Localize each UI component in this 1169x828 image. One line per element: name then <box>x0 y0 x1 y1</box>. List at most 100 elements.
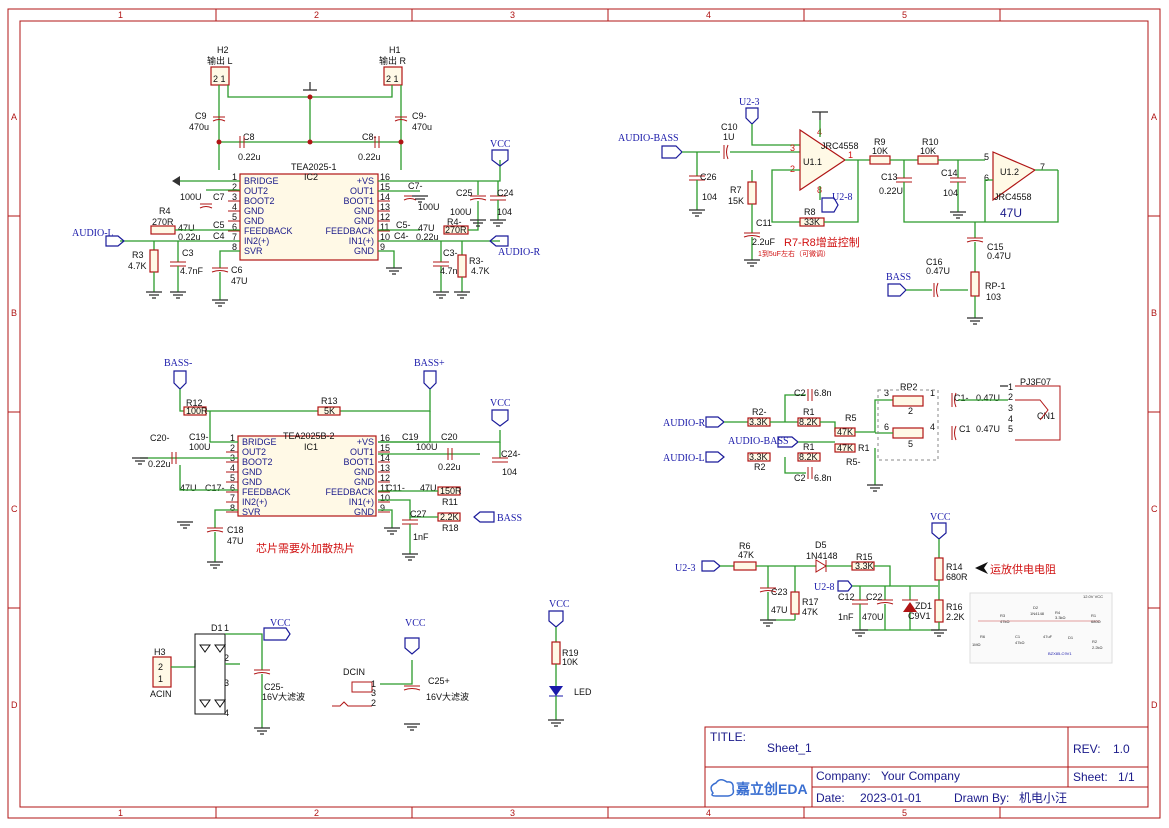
pin-label: GND <box>242 477 263 487</box>
preamp-section: AUDIO-BASS C10 1U U2-3 C26 104 U1.1 JRC4… <box>618 97 1059 318</box>
c5m-value: 47U <box>418 223 435 233</box>
amp1-section: 2 1 H2 输出 L 2 1 H1 输出 R C9 470u C9- 470u… <box>72 45 541 300</box>
c18-ref: C18 <box>227 525 244 535</box>
svg-text:R1: R1 <box>1091 613 1097 618</box>
col-label: 1 <box>118 808 123 818</box>
r4-value: 270R <box>152 217 174 227</box>
svg-text:4: 4 <box>224 708 229 718</box>
vcc-label: VCC <box>490 398 511 409</box>
row-label: C <box>1151 504 1158 514</box>
svg-text:3: 3 <box>790 143 795 153</box>
svg-text:2: 2 <box>1008 392 1013 402</box>
r7-value: 15K <box>728 196 744 206</box>
pin-label: GND <box>354 507 375 517</box>
jlc-logo-icon <box>710 779 735 797</box>
c22-value: 470U <box>862 612 884 622</box>
pin-label: GND <box>244 216 265 226</box>
pin-label: SVR <box>242 507 261 517</box>
c25p-ref: C25+ <box>428 676 450 686</box>
col-label: 2 <box>314 10 319 20</box>
h2-label: 输出 L <box>207 55 233 66</box>
title-block: TITLE: Sheet_1 REV: 1.0 Company: Your Co… <box>704 726 1149 808</box>
svg-text:1: 1 <box>1008 382 1013 392</box>
r1-value: 8.2K <box>799 452 818 462</box>
c6-value: 47U <box>231 276 248 286</box>
svg-text:6: 6 <box>884 422 889 432</box>
c1m-ref: C1- <box>954 393 969 403</box>
supply-section: U2-3 R6 47K D5 1N4148 R15 3.3K C23 47U R… <box>675 512 1113 664</box>
r15-ref: R15 <box>856 552 873 562</box>
c1m-value: 0.47U <box>976 393 1000 403</box>
svg-text:5: 5 <box>1008 424 1013 434</box>
c2b-value: 6.8n <box>814 473 832 483</box>
svg-text:3.3kΩ: 3.3kΩ <box>1055 615 1066 620</box>
c5-ref: C5 <box>213 220 225 230</box>
col-label: 3 <box>510 10 515 20</box>
pin-number: 2 <box>232 182 237 192</box>
svg-text:1: 1 <box>371 679 376 689</box>
drawn-label: Drawn By: <box>954 791 1009 805</box>
svg-text:1MΩ: 1MΩ <box>972 642 981 647</box>
pin-label: BOOT2 <box>242 457 273 467</box>
r5m-ref: R5- <box>846 457 861 467</box>
ic2-body <box>239 173 379 261</box>
c25-ref: C25 <box>456 188 473 198</box>
c1-ref: C1 <box>959 424 971 434</box>
r12-value: 100R <box>186 406 208 416</box>
r3m-ref: R3- <box>469 256 484 266</box>
h2-ref: H2 <box>217 45 229 55</box>
r3-ref: R3 <box>132 250 144 260</box>
thumbnail-schematic <box>969 592 1113 664</box>
u1-2-value: 47U <box>1000 206 1022 220</box>
pin-number: 13 <box>380 202 390 212</box>
c5-value: 47U <box>178 223 195 233</box>
r6-ref: R6 <box>739 541 751 551</box>
pin-label: OUT1 <box>350 447 374 457</box>
rp1-value: 103 <box>986 292 1001 302</box>
r7-ref: R7 <box>730 185 742 195</box>
pin-label: GND <box>354 206 375 216</box>
jack-part: PJ3F07 <box>1020 377 1051 387</box>
r9-ref: R9 <box>874 137 886 147</box>
r16-ref: R16 <box>946 602 963 612</box>
svg-text:2: 2 <box>158 662 163 672</box>
pin-label: SVR <box>244 246 263 256</box>
r1b-value: 47K <box>837 443 853 453</box>
pin-label: +VS <box>357 437 374 447</box>
u2-8-port: U2-8 <box>814 582 835 593</box>
svg-text:2: 2 <box>908 406 913 416</box>
c7-ref: C7 <box>213 192 225 202</box>
h1-label: 输出 R <box>379 55 407 66</box>
u1-1-part: JRC4558 <box>821 141 859 151</box>
svg-text:5: 5 <box>908 439 913 449</box>
c23-value: 47U <box>771 605 788 615</box>
pin-label: GND <box>242 467 263 477</box>
led-ref: LED <box>574 687 592 697</box>
u1-1-opamp <box>799 128 847 192</box>
c3m-ref: C3- <box>443 248 458 258</box>
r1b-ref: R1 <box>858 443 870 453</box>
pin-label: IN2(+) <box>242 497 267 507</box>
d1-ref: D1 <box>211 623 223 633</box>
u2-8-port: U2-8 <box>832 192 853 203</box>
pin-number: 9 <box>380 503 385 513</box>
svg-text:1: 1 <box>224 623 229 633</box>
col-label: 4 <box>706 808 711 818</box>
audio-l-port: AUDIO-L <box>72 228 114 239</box>
r5-value: 47K <box>837 427 853 437</box>
c19-value: 100U <box>416 442 438 452</box>
sheet-label: Sheet: <box>1073 770 1108 784</box>
pin-number: 13 <box>380 463 390 473</box>
r18-value: 2.2K <box>440 512 459 522</box>
pin-label: BRIDGE <box>244 176 279 186</box>
pin-label: +VS <box>357 176 374 186</box>
c25m-value: 16V大滤波 <box>262 691 305 702</box>
r1m-value: 8.2K <box>799 417 818 427</box>
c19-ref: C19 <box>402 432 419 442</box>
c3-value: 4.7nF <box>180 266 204 276</box>
svg-text:C1: C1 <box>1015 634 1021 639</box>
c3-ref: C3 <box>182 248 194 258</box>
row-label: A <box>11 112 17 122</box>
